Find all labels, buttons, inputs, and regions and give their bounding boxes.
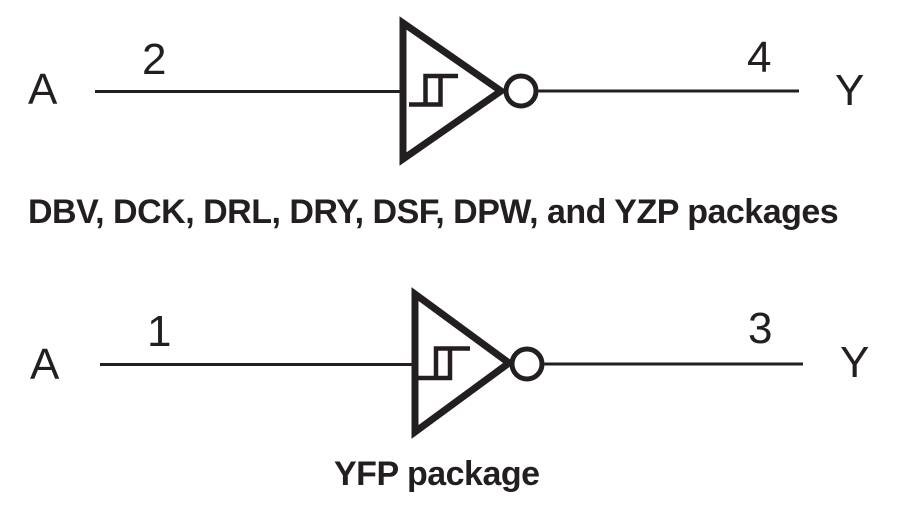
output-pin-number: 4	[747, 33, 771, 82]
inversion-bubble-icon	[509, 346, 545, 382]
output-net-label: Y	[835, 66, 864, 115]
input-net-label: A	[28, 65, 58, 114]
output-pin-number: 3	[748, 304, 772, 353]
input-pin-number: 2	[142, 35, 166, 84]
inversion-bubble-icon	[503, 73, 539, 109]
hysteresis-icon	[418, 346, 470, 381]
output-net-label: Y	[840, 338, 869, 387]
input-pin-number: 1	[147, 307, 171, 356]
input-net-label: A	[30, 340, 60, 389]
package-caption: YFP package	[334, 455, 540, 493]
gate-diagram-bottom: A 1 3 Y YFP package	[30, 287, 869, 493]
schmitt-trigger-inverter-icon	[399, 16, 508, 166]
gate-diagram-top: A 2 4 Y DBV, DCK, DRL, DRY, DSF, DPW, an…	[28, 16, 864, 231]
hysteresis-icon	[409, 73, 458, 107]
schmitt-trigger-inverter-icon	[411, 287, 515, 439]
package-caption: DBV, DCK, DRL, DRY, DSF, DPW, and YZP pa…	[28, 193, 838, 231]
